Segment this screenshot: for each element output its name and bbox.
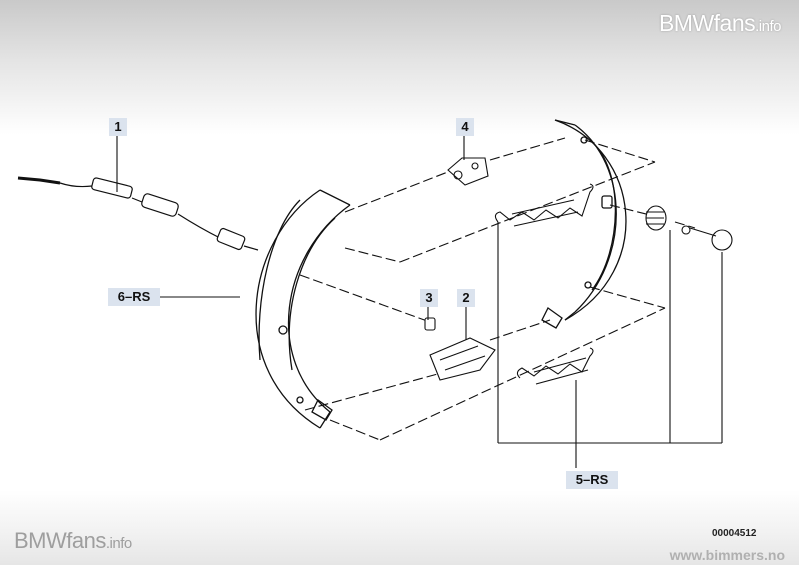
part-label-4: 4 [456, 118, 474, 136]
header-gradient [0, 0, 799, 135]
part-label-2: 2 [457, 289, 475, 307]
brake-cable [17, 176, 259, 251]
part-label-6-rs: 6–RS [108, 288, 160, 306]
watermark-top-brand: BMWfans [658, 10, 756, 36]
diagram-number: 00004512 [712, 528, 757, 539]
watermark-bottom-brand: BMWfans [14, 528, 106, 553]
assembly-lines [299, 137, 696, 441]
right-brake-shoe [541, 119, 627, 329]
leader-lines [116, 136, 723, 468]
retaining-spring-and-pin [645, 205, 733, 251]
part-label-3: 3 [420, 289, 438, 307]
watermark-bottom: BMWfans.info [14, 528, 132, 554]
watermark-top-suffix: .info [755, 18, 781, 35]
left-brake-shoe [255, 189, 351, 429]
upper-spring [494, 183, 594, 227]
footer-gradient [0, 490, 799, 565]
adjuster [447, 157, 489, 186]
watermark-bottom-suffix: .info [105, 535, 132, 552]
lower-spring [516, 347, 594, 385]
lever-assembly [424, 317, 496, 381]
part-label-1: 1 [109, 118, 127, 136]
part-label-5-rs: 5–RS [566, 471, 618, 489]
site-url: www.bimmers.no [669, 547, 785, 563]
watermark-top: BMWfans.info [658, 10, 782, 37]
